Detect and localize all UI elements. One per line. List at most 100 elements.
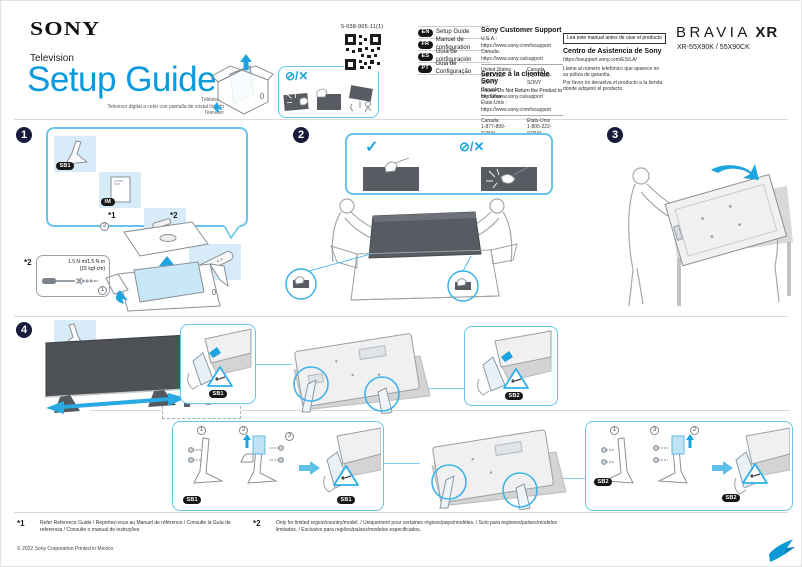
support-en-region1: U.S.A.: [481, 36, 497, 42]
subtitle-pt: Televisor [204, 110, 224, 116]
fold-arrow-icon [115, 290, 128, 304]
callout-connector [384, 463, 420, 465]
support-en-region2: Canada: [481, 49, 500, 55]
step-4-number: 4 [16, 322, 32, 338]
page-title: Setup Guide [27, 60, 217, 99]
phone-number: 1-800-222-SONY [481, 73, 506, 86]
torque-unit: {15 kgf·cm} [79, 265, 105, 272]
support-en-title: Sony Customer Support [481, 27, 562, 34]
copyright-line: © 2022 Sony Corporation Printed in Mexic… [17, 546, 114, 552]
language-badge-es: ES [418, 52, 433, 61]
screw-steps-box-sb2: 1 3 2 SB2 SB2 [585, 421, 793, 511]
detail-badge-sb1: SB1 [209, 390, 228, 398]
next-arrow-icon [712, 461, 733, 475]
next-arrow-icon [299, 461, 320, 475]
bravia-logo: BRAVIA XR [676, 24, 778, 42]
language-row-fr: FR Manuel de configuration [418, 36, 490, 51]
tv-back-illustration [431, 429, 567, 510]
insert-detail-box-sb2: SB2 [464, 326, 558, 406]
footnote-2-mark: *2 [253, 519, 261, 528]
language-badge-fr: FR [418, 40, 433, 49]
language-badge-en: EN [418, 28, 434, 37]
part-tile-manual: IM [99, 172, 141, 208]
screw-step-2: 2 [239, 426, 248, 435]
language-label-es: Guía de configuración [435, 48, 472, 63]
prohibit-glyphs: ⊘/✕ [285, 69, 309, 83]
callout-connector [254, 364, 292, 366]
star2-mark: *2 [170, 211, 178, 220]
footer-divider [14, 512, 788, 513]
torque-star-mark: *2 [24, 258, 32, 267]
part-number: 5-038-905-11(1) [341, 24, 384, 30]
caution-triangle-icon [333, 465, 359, 486]
step-1-number: 1 [16, 127, 32, 143]
screws-badge-sb1: SB1 [183, 496, 202, 504]
support-en-block: Sony Customer Support U.S.A.: https://ww… [481, 27, 563, 101]
manual-icon [110, 176, 131, 203]
screw-steps-sketch [601, 434, 694, 484]
language-row-en: EN Setup Guide [418, 26, 490, 39]
fold-arrow-icon [214, 102, 223, 113]
tv-front-illustration [45, 334, 189, 414]
wrong-handling-sketches [283, 85, 373, 113]
footnote-1-mark: *1 [17, 519, 25, 528]
screw-steps-sketch [188, 434, 284, 484]
mid-divider [14, 316, 788, 317]
bravia-wordmark: BRAVIA [676, 24, 751, 41]
lift-out-illustration [285, 198, 518, 302]
phone-number: 1-877-899-SONY [527, 73, 552, 86]
phone-region: États-Unis [527, 117, 551, 124]
wrong-press-sketch [481, 166, 537, 191]
prohibit-glyphs: ⊘/✕ [459, 139, 485, 154]
support-en-phones: United States 1-800-222-SONY Canada 1-87… [481, 64, 563, 86]
lift-arrow-icon [240, 54, 252, 70]
support-fr-url1: https://www.sony.ca/support [481, 93, 543, 100]
phone-region: United States [481, 66, 512, 73]
support-fr-region2: États-Unis : [481, 100, 507, 106]
screw-step-3: 3 [285, 432, 294, 441]
torque-value: 1.5 N·m/1.5 N·m [68, 259, 105, 265]
model-numbers: XR-55X90K / 55X90CK [677, 44, 750, 51]
phone-region: Canada [481, 117, 499, 124]
torque-note-box: 1.5 N·m/1.5 N·m {15 kgf·cm} [36, 255, 110, 297]
star1-mark: *1 [108, 211, 116, 220]
language-label-en: Setup Guide [436, 28, 470, 35]
correct-grip-sketch [363, 157, 419, 191]
unboxing-illustration [105, 221, 229, 312]
support-en-url2: https://www.sony.ca/support [481, 55, 543, 62]
detail-badge-sb2: SB2 [505, 392, 524, 400]
screws-badge-sb2: SB2 [594, 478, 613, 486]
screwdriver-icon [42, 277, 100, 285]
sony-logo: SONY [30, 18, 101, 40]
callout-connector [556, 478, 585, 480]
stand-leg-icon [65, 140, 89, 165]
read-manual-notice: Lea este manual antes de usar el product… [563, 33, 666, 44]
language-list: EN Setup Guide FR Manuel de configuratio… [418, 26, 490, 75]
header-divider [14, 119, 788, 120]
corner-badge-sb1: SB1 [337, 496, 356, 504]
caution-triangle-icon [503, 368, 529, 389]
support-es-block: Lea este manual antes de usar el product… [563, 26, 669, 93]
place-on-table-illustration [628, 164, 793, 307]
unbox-header-illustration [211, 54, 274, 115]
unboxing-step-2: 2 [100, 222, 109, 231]
support-es-url: https://esupport.sony.com/ES/LA/ [563, 57, 637, 63]
language-label-fr: Manuel de configuration [435, 36, 471, 51]
language-row-pt: PT Guia de Configuração [418, 60, 490, 75]
support-fr-region1: Canada : [481, 87, 502, 93]
grip-warning-box: ✓ ⊘/✕ [345, 133, 553, 195]
step-2-number: 2 [293, 127, 309, 143]
part-badge-sb1: SB1 [56, 162, 75, 170]
xr-wordmark: XR [755, 24, 779, 41]
footnote-1-text: Refer Reference Guide / Reportez-vous au… [40, 520, 231, 533]
check-glyph: ✓ [365, 139, 379, 156]
language-label-pt: Guia de Configuração [435, 60, 472, 75]
language-badge-pt: PT [418, 64, 433, 73]
support-es-line1: Llame al número telefónico que aparece e… [563, 65, 660, 79]
callout-connector [428, 388, 464, 390]
support-es-line2: Por favor no devuelva el producto a la t… [563, 79, 663, 93]
step-3-number: 3 [607, 127, 623, 143]
language-row-es: ES Guía de configuración [418, 48, 490, 63]
phone-region: Canada [527, 66, 545, 73]
